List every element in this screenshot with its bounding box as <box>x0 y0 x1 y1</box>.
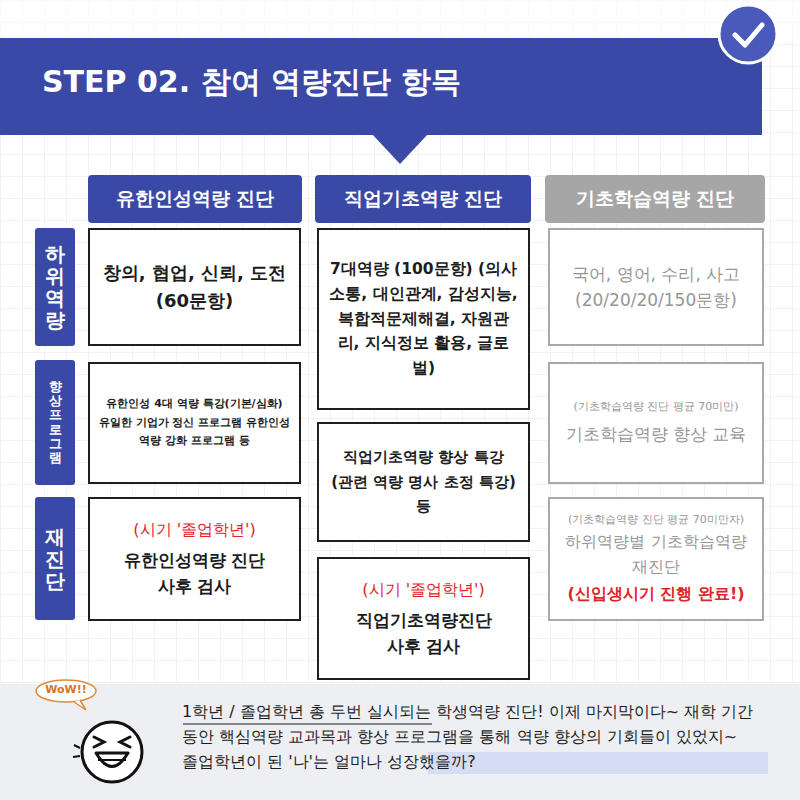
caption-underline <box>183 724 432 725</box>
vertical-label-text: 재진단 <box>45 526 65 592</box>
node-text: 국어, 영어, 수리, 사고 (20/20/20/150문항) <box>558 261 754 314</box>
node-text: (기초학습역량 진단 평균 70미만자) <box>568 511 744 528</box>
node-text: 유한인성역량 진단 사후 검사 <box>112 547 277 600</box>
item-box: (시기 '졸업학년') 직업기초역량진단 사후 검사 <box>317 557 530 680</box>
node-text: 하위역량별 기초학습역량 재진단 <box>564 530 749 580</box>
item-box-grey: (기초학습역량 진단 평균 70미만자) 하위역량별 기초학습역량 재진단(신입생… <box>548 497 764 621</box>
node-text: 직업기초역량 진단 <box>344 186 503 212</box>
node-text: 유한인성 4대 역량 특강(기본/심화) 유일한 기업가 정신 프로그램 유한인… <box>98 395 291 451</box>
item-box: 7대역량 (100문항) (의사소통, 대인관계, 감성지능, 복합적문제해결,… <box>317 228 530 410</box>
item-box: 창의, 협업, 신뢰, 도전 (60문항) <box>88 228 301 346</box>
item-box-grey: 국어, 영어, 수리, 사고 (20/20/20/150문항) <box>548 228 764 346</box>
column-header: 직업기초역량 진단 <box>315 175 531 223</box>
node-text: (기초학습역량 진단 평균 70미만) <box>573 398 738 415</box>
row-label: 재진단 <box>35 497 75 620</box>
node-text: 기초학습역량 향상 교육 <box>566 421 747 447</box>
node-text: 7대역량 (100문항) (의사소통, 대인관계, 감성지능, 복합적문제해결,… <box>327 257 520 381</box>
page-title: STEP 02. 참여 역량진단 항목 <box>42 62 461 103</box>
column-header: 유한인성역량 진단 <box>88 175 302 223</box>
row-label: 향상프로그램 <box>35 360 75 485</box>
top-ground <box>0 0 800 38</box>
caption-text: 1학년 / 졸업학년 총 두번 실시되는 학생역량 진단! 이제 마지막이다~ … <box>182 700 772 774</box>
node-text: 직업기초역량 향상 특강 (관련 역량 명사 초정 특강) 등 <box>331 445 516 519</box>
item-box: 유한인성 4대 역량 특강(기본/심화) 유일한 기업가 정신 프로그램 유한인… <box>88 362 301 484</box>
vertical-label-text: 향상프로그램 <box>49 380 62 466</box>
wow-label: WoW!! <box>38 683 94 696</box>
node-text: 창의, 협업, 신뢰, 도전 (60문항) <box>100 259 290 315</box>
node-text: 직업기초역량진단 사후 검사 <box>346 607 501 660</box>
wow-bubble-tail <box>74 700 86 710</box>
item-box: 직업기초역량 향상 특강 (관련 역량 명사 초정 특강) 등 <box>317 422 530 542</box>
node-text: 기초학습역량 진단 <box>576 186 735 212</box>
caption-highlight <box>428 752 768 774</box>
item-box: (시기 '졸업학년') 유한인성역량 진단 사후 검사 <box>88 497 301 621</box>
wow-bubble <box>36 680 96 702</box>
vertical-label-text: 하위역량 <box>45 243 65 331</box>
laughing-face <box>73 722 142 782</box>
node-text: (시기 '졸업학년') <box>362 578 484 603</box>
title-banner <box>0 38 762 135</box>
node-text: (신입생시기 진행 완료!) <box>567 582 744 607</box>
caption-band <box>0 684 800 800</box>
node-text: 유한인성역량 진단 <box>116 186 275 212</box>
column-header: 기초학습역량 진단 <box>545 175 765 223</box>
check-mark <box>735 25 762 45</box>
check-badge <box>719 5 777 63</box>
node-text: (시기 '졸업학년') <box>133 518 255 543</box>
row-label: 하위역량 <box>35 228 75 346</box>
down-pointer <box>372 134 428 164</box>
item-box-grey: (기초학습역량 진단 평균 70미만) 기초학습역량 향상 교육 <box>548 362 764 484</box>
